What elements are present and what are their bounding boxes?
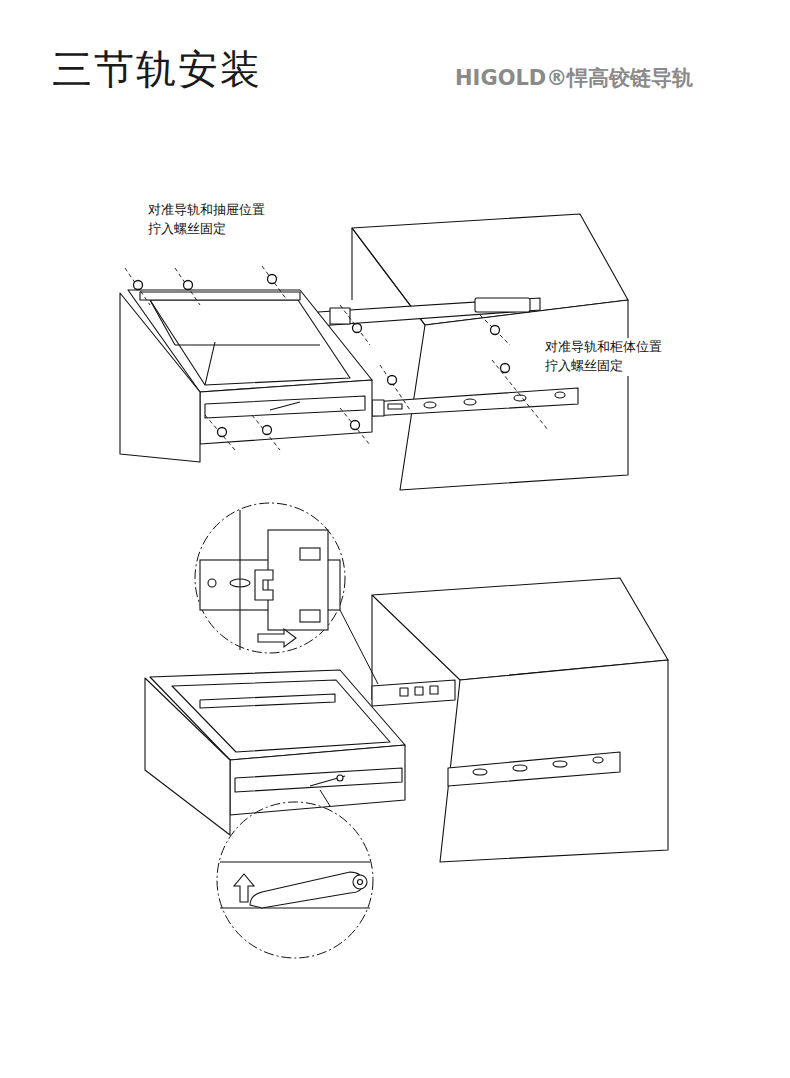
drawer-rail-2 (235, 768, 402, 792)
instruction-note: 对准导轨和抽屉位置 拧入螺丝固定 (148, 201, 273, 239)
cabinet-front-2 (440, 660, 668, 862)
drawer-rail-top (140, 292, 300, 300)
drawer-front (120, 293, 200, 462)
cabinet-rail-bottom (372, 388, 578, 416)
page-title: 三节轨安装 (52, 42, 262, 97)
drawer-rail-bottom (205, 396, 365, 418)
brand-name: HIGOLD®悍高铰链导轨 (455, 64, 693, 92)
drawer-side (200, 380, 372, 444)
cabinet-rail-top (318, 298, 540, 326)
cabinet-rail-2 (448, 752, 620, 786)
instruction-note: 对准导轨和柜体位置 拧入螺丝固定 (545, 338, 670, 376)
drawer-side-2 (230, 745, 405, 815)
